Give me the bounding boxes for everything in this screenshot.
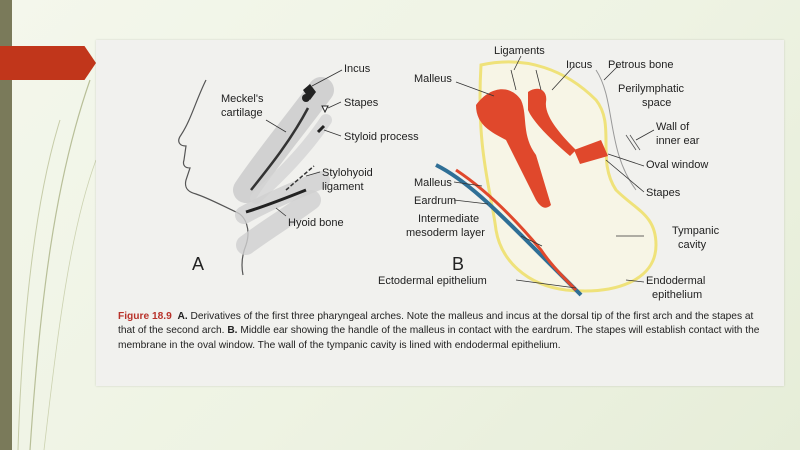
label-a-incus: Incus [344, 63, 371, 75]
caption-b-text: Middle ear showing the handle of the mal… [118, 325, 760, 351]
label-b-wall-2: inner ear [656, 135, 700, 147]
label-b-intermediate-2: mesoderm layer [406, 227, 485, 239]
label-b-oval-window: Oval window [646, 159, 708, 171]
label-b-ectodermal: Ectodermal epithelium [378, 275, 487, 287]
slide-left-bar [0, 0, 12, 450]
label-b-endodermal-2: epithelium [652, 289, 702, 301]
figure-card: Incus Meckel's cartilage Stapes Styloid … [96, 40, 784, 386]
label-b-ligaments: Ligaments [494, 45, 545, 57]
label-a-meckels-2: cartilage [221, 107, 263, 119]
label-b-wall-1: Wall of [656, 121, 690, 133]
label-a-stapes: Stapes [344, 97, 379, 109]
label-b-intermediate-1: Intermediate [418, 213, 479, 225]
label-a-hyoid: Hyoid bone [288, 217, 344, 229]
caption-a-text: Derivatives of the first three pharyngea… [118, 311, 754, 337]
label-b-endodermal-1: Endodermal [646, 275, 705, 287]
label-a-stylohyoid-1: Stylohyoid [322, 167, 373, 179]
label-a-styloid: Styloid process [344, 131, 419, 143]
label-b-perilymphatic-1: Perilymphatic [618, 83, 685, 95]
label-b-petrous: Petrous bone [608, 59, 673, 71]
slide-accent-tab [0, 46, 96, 80]
label-a-meckels-1: Meckel's [221, 93, 264, 105]
label-b-tympanic-2: cavity [678, 239, 707, 251]
figure-illustration: Incus Meckel's cartilage Stapes Styloid … [178, 45, 720, 301]
caption-figure-label: Figure 18.9 [118, 311, 172, 322]
caption-b-label: B. [227, 325, 238, 337]
label-b-perilymphatic-2: space [642, 97, 671, 109]
panel-b-drawing [435, 55, 658, 297]
label-a-stylohyoid-2: ligament [322, 181, 364, 193]
panel-b-letter: B [452, 254, 464, 274]
panel-a-letter: A [192, 254, 204, 274]
label-b-malleus-top: Malleus [414, 73, 452, 85]
label-b-malleus-mid: Malleus [414, 177, 452, 189]
figure-caption: Figure 18.9 A. Derivatives of the first … [118, 310, 768, 353]
label-b-tympanic-1: Tympanic [672, 225, 720, 237]
label-b-incus: Incus [566, 59, 593, 71]
panel-a-drawing [178, 69, 343, 276]
caption-a-label: A. [177, 311, 188, 322]
label-b-eardrum: Eardrum [414, 195, 456, 207]
label-b-stapes: Stapes [646, 187, 681, 199]
